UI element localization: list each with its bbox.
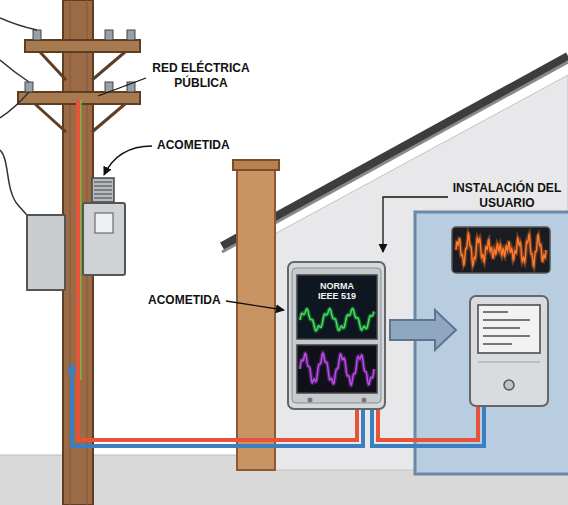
quality-analyzer	[288, 262, 385, 409]
waveform-glow	[456, 233, 546, 266]
red-conductor	[378, 405, 478, 440]
insulator	[33, 30, 41, 40]
leader-arrow	[226, 301, 284, 310]
leader-arrow	[104, 146, 152, 175]
distortion-display	[452, 227, 550, 273]
callout-label: ACOMETIDA	[157, 138, 257, 153]
overhead-wire	[0, 18, 37, 30]
junction-box	[27, 215, 65, 290]
screw	[308, 398, 313, 403]
meter-display	[478, 305, 540, 353]
waveforms	[300, 233, 546, 385]
insulator	[105, 30, 113, 40]
brick-post	[237, 168, 275, 470]
blue-conductor	[372, 405, 484, 446]
brace	[40, 52, 66, 80]
waveform	[456, 233, 546, 266]
callout-label: ACOMETIDA	[148, 293, 248, 308]
crossarm	[25, 40, 140, 52]
screen-box: NORMA IEEE 519	[297, 275, 377, 339]
waveform-glow	[300, 309, 374, 331]
leader-line	[98, 78, 146, 96]
purple-screen	[297, 345, 377, 393]
service-wire	[0, 150, 34, 224]
overhead-wire	[0, 60, 29, 82]
waveform-glow	[300, 353, 374, 385]
overhead-wire	[0, 92, 29, 118]
panel-divider	[478, 362, 540, 363]
post-cap	[233, 160, 279, 170]
callout-label: INSTALACIÓN DEL USUARIO	[447, 181, 567, 211]
pole-meter-box	[83, 203, 125, 275]
waveform	[300, 353, 374, 385]
brace	[92, 52, 125, 80]
analyzer-bezel	[292, 268, 381, 403]
waveform	[300, 309, 374, 331]
meter-window	[95, 213, 113, 233]
callout-label: RED ELÉCTRICA PÚBLICA	[145, 61, 257, 91]
brace	[35, 104, 66, 132]
brace	[92, 104, 125, 132]
display-lines	[483, 312, 530, 344]
flow-arrow	[390, 310, 456, 350]
screen-text: NORMA IEEE 519	[311, 281, 363, 301]
leader-arrow	[383, 197, 448, 252]
user-meter	[470, 296, 548, 406]
panel-knob	[504, 380, 514, 390]
flow-arrow	[67, 362, 77, 372]
insulator	[127, 30, 135, 40]
transformer-coil	[94, 182, 112, 198]
insulator	[25, 82, 33, 92]
green-screen	[297, 275, 377, 339]
screw	[362, 398, 367, 403]
transformer	[92, 178, 114, 202]
